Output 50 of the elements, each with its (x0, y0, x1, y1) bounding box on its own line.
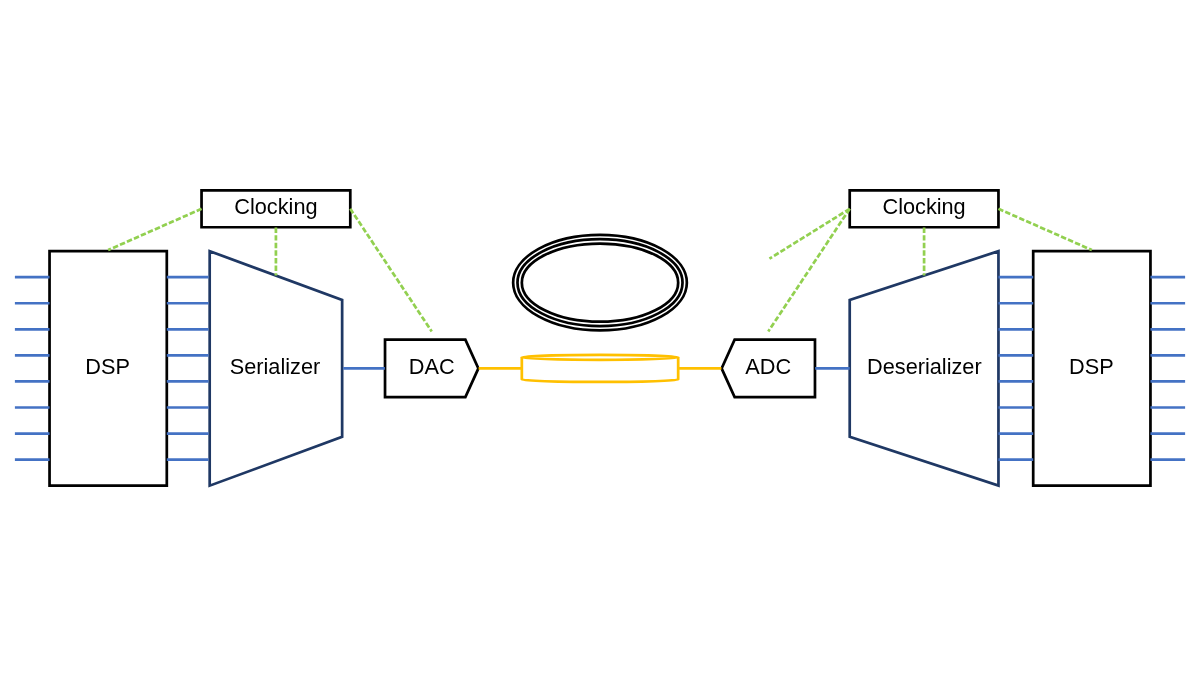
node-box: Deserializer (848, 248, 1000, 488)
connector (166, 275, 209, 279)
connector (1150, 275, 1186, 279)
connector (478, 366, 522, 370)
connector (166, 457, 209, 461)
connector (14, 431, 50, 435)
connector (998, 457, 1034, 461)
connector (768, 207, 851, 260)
connector (14, 405, 50, 409)
connector (767, 207, 851, 332)
connector (14, 301, 50, 305)
node-box: Serializer (208, 248, 344, 488)
connector (997, 207, 1093, 251)
connector (1150, 301, 1186, 305)
connector (166, 431, 209, 435)
connector (166, 405, 209, 409)
node-box: DSP (48, 249, 169, 487)
connector (274, 227, 278, 275)
connector (107, 207, 203, 251)
connector (998, 353, 1034, 357)
connector (166, 353, 209, 357)
node-picture (511, 233, 689, 332)
connector (166, 327, 209, 331)
connector (14, 275, 50, 279)
node-box: Clocking (200, 188, 352, 229)
node-box: Clocking (848, 188, 1000, 229)
connector (998, 275, 1034, 279)
connector (14, 457, 50, 461)
connector (1150, 405, 1186, 409)
connector (1150, 379, 1186, 383)
connector (1150, 431, 1186, 435)
connector (166, 301, 209, 305)
connector (1150, 353, 1186, 357)
connector (998, 327, 1034, 331)
connector (14, 327, 50, 331)
connector (998, 379, 1034, 383)
node-box: DSP (1031, 249, 1152, 487)
connector (998, 301, 1034, 305)
connector (922, 227, 926, 275)
connector (343, 366, 385, 370)
connector (166, 379, 209, 383)
connector (815, 366, 850, 370)
connector (14, 379, 50, 383)
connector (14, 353, 50, 357)
connector (349, 207, 433, 332)
connector (1150, 457, 1186, 461)
connector (1150, 327, 1186, 331)
connector (998, 431, 1034, 435)
connector (998, 405, 1034, 409)
connector (678, 366, 722, 370)
